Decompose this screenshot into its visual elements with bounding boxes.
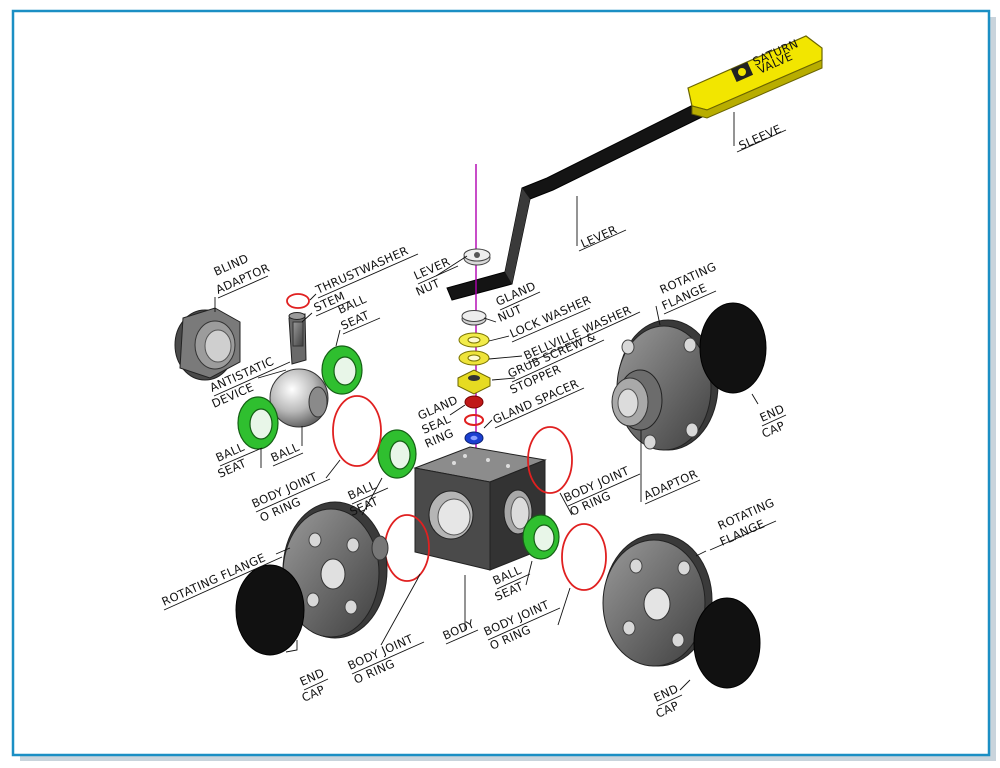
body-joint-o-ring-bottom-right — [561, 523, 607, 591]
gland-spacer-part — [464, 431, 484, 445]
ball-seat-mid-part — [377, 429, 417, 479]
bellville-washer-part — [458, 350, 490, 366]
end-cap-right-part — [699, 302, 767, 394]
end-cap-bottom-part — [693, 597, 761, 689]
leader-lines — [214, 112, 759, 691]
ball-seat-bottom-part — [522, 514, 560, 560]
rotating-flange-bottom-part — [602, 533, 713, 667]
body-part — [413, 446, 547, 571]
sleeve-part: SATURN VALVE — [687, 35, 823, 119]
lock-washer-part — [458, 332, 490, 348]
adaptor-part — [611, 369, 663, 431]
lever-nut-part — [463, 248, 491, 266]
diagram-frame — [11, 9, 991, 757]
end-cap-left-part — [235, 564, 305, 656]
ball-seat-left-part — [237, 396, 279, 450]
saturn-logo-mark-icon — [738, 68, 746, 76]
body-joint-o-ring-right — [527, 426, 573, 494]
ball-seat-top-part — [321, 345, 363, 395]
blind-adaptor-part — [174, 307, 241, 381]
ball-part — [269, 368, 329, 428]
grub-screw-part — [457, 369, 491, 395]
body-joint-o-ring-left — [332, 395, 382, 467]
thrustwasher-part — [286, 293, 310, 309]
gland-seal-ring-part — [464, 395, 484, 426]
gland-nut-part — [461, 310, 487, 326]
stem-part — [288, 312, 307, 365]
rotating-flange-left-part — [282, 501, 389, 639]
